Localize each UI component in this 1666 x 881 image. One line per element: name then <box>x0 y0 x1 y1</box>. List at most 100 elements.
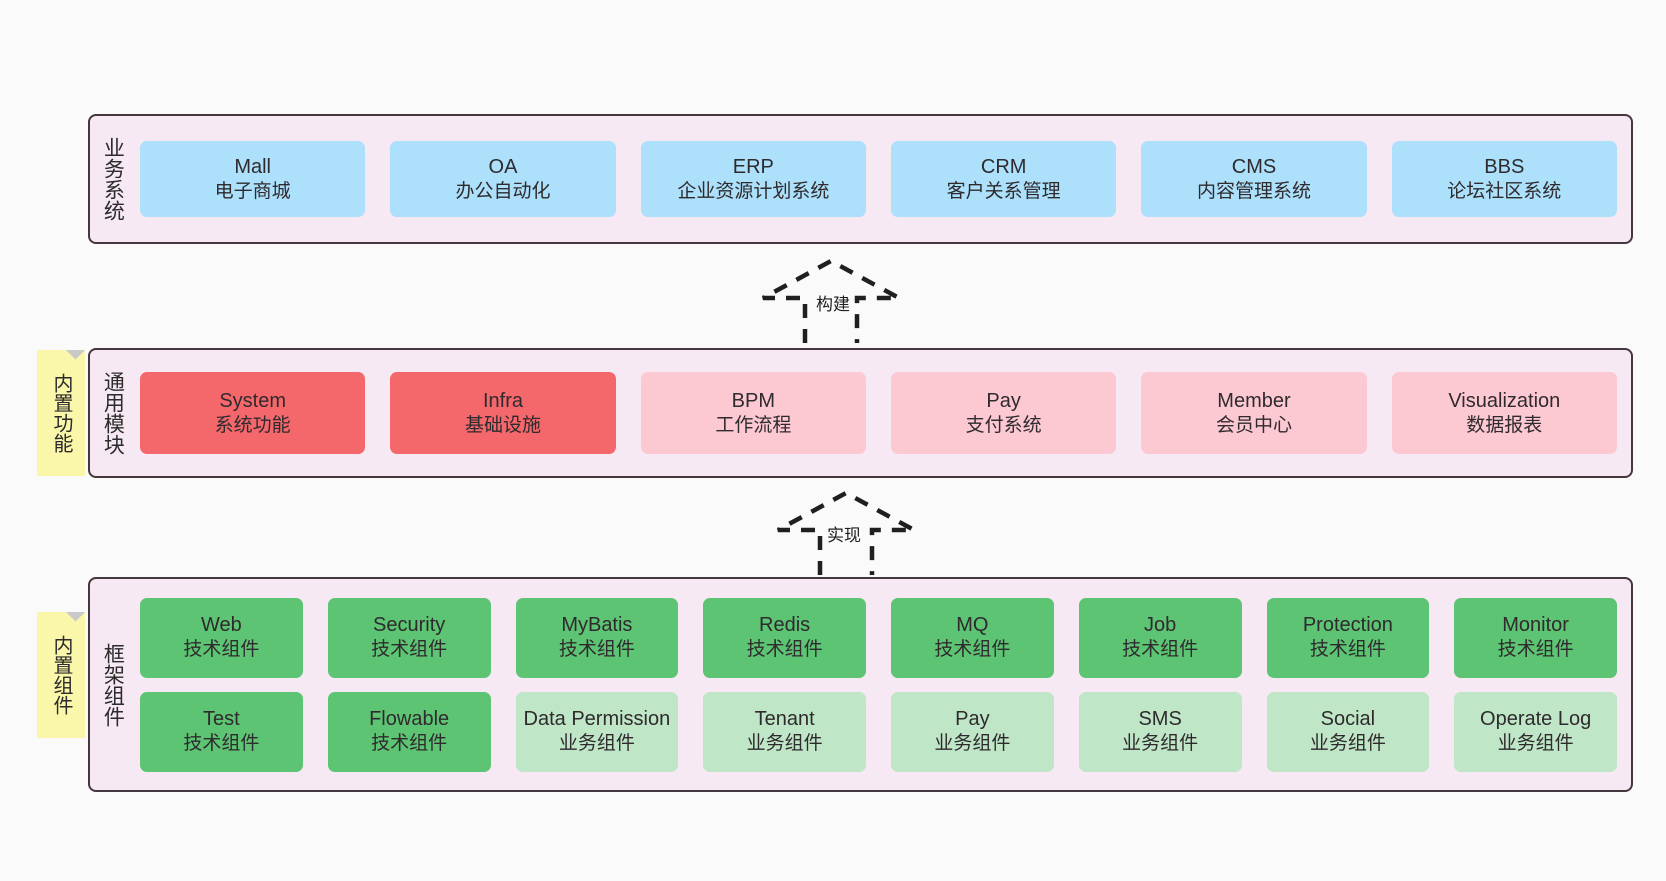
node-visualization[interactable]: Visualization 数据报表 <box>1391 372 1617 454</box>
node-subtitle: 技术组件 <box>746 639 823 661</box>
node-title: CRM <box>980 155 1027 178</box>
node-monitor[interactable]: Monitor 技术组件 <box>1454 597 1617 678</box>
node-title: MyBatis <box>561 614 633 637</box>
node-subtitle: 业务组件 <box>1497 733 1574 755</box>
connector-build-label: 构建 <box>816 295 850 314</box>
node-title: Social <box>1320 708 1376 731</box>
node-test[interactable]: Test 技术组件 <box>140 691 303 772</box>
node-protection[interactable]: Protection 技术组件 <box>1266 597 1430 678</box>
layer-title-framework-component: 框架组件 <box>101 642 125 727</box>
node-subtitle: 业务组件 <box>934 733 1011 755</box>
node-title: Infra <box>482 389 523 412</box>
node-job[interactable]: Job 技术组件 <box>1078 597 1242 678</box>
node-subtitle: 系统功能 <box>214 414 291 436</box>
node-subtitle: 业务组件 <box>1122 733 1199 755</box>
note-builtin-feature: 内置功能 <box>37 350 85 476</box>
node-subtitle: 电子商城 <box>214 180 291 202</box>
node-title: Job <box>1144 614 1177 637</box>
node-title: ERP <box>732 155 774 178</box>
node-subtitle: 技术组件 <box>183 639 260 661</box>
node-title: OA <box>488 155 518 178</box>
node-title: Tenant <box>754 708 815 731</box>
note-builtin-component: 内置组件 <box>37 612 85 738</box>
node-crm[interactable]: CRM 客户关系管理 <box>890 141 1117 217</box>
node-mq[interactable]: MQ 技术组件 <box>891 597 1054 678</box>
node-erp[interactable]: ERP 企业资源计划系统 <box>640 141 866 217</box>
node-title: Pay <box>986 389 1021 412</box>
node-subtitle: 内容管理系统 <box>1196 180 1311 202</box>
node-bbs[interactable]: BBS 论坛社区系统 <box>1391 141 1617 217</box>
node-subtitle: 业务组件 <box>558 733 635 755</box>
node-operate-log[interactable]: Operate Log 业务组件 <box>1454 691 1617 772</box>
node-subtitle: 工作流程 <box>715 414 792 436</box>
node-data-permission[interactable]: Data Permission 业务组件 <box>515 691 679 772</box>
node-title: BPM <box>731 389 775 412</box>
node-subtitle: 基础设施 <box>464 414 541 436</box>
node-title: Monitor <box>1502 614 1569 637</box>
node-subtitle: 技术组件 <box>183 733 260 755</box>
node-title: Redis <box>759 614 811 637</box>
node-tenant[interactable]: Tenant 业务组件 <box>703 691 866 772</box>
node-bpm[interactable]: BPM 工作流程 <box>640 372 866 454</box>
node-cms[interactable]: CMS 内容管理系统 <box>1141 141 1367 217</box>
node-subtitle: 客户关系管理 <box>946 180 1061 202</box>
node-title: Visualization <box>1448 389 1561 412</box>
node-title: Member <box>1217 389 1291 412</box>
node-title: System <box>219 389 286 412</box>
node-sms[interactable]: SMS 业务组件 <box>1078 691 1242 772</box>
node-subtitle: 支付系统 <box>965 414 1042 436</box>
layer-body-common-module: System 系统功能 Infra 基础设施 BPM 工作流程 Pay 支付系统… <box>134 350 1631 476</box>
node-title: Test <box>203 708 240 731</box>
node-title: Web <box>200 614 242 637</box>
node-flowable[interactable]: Flowable 技术组件 <box>327 691 491 772</box>
node-redis[interactable]: Redis 技术组件 <box>703 597 866 678</box>
node-title: Mall <box>234 155 271 178</box>
node-security[interactable]: Security 技术组件 <box>327 597 491 678</box>
node-social[interactable]: Social 业务组件 <box>1266 691 1430 772</box>
node-subtitle: 技术组件 <box>1122 639 1199 661</box>
node-mybatis[interactable]: MyBatis 技术组件 <box>515 597 679 678</box>
node-subtitle: 会员中心 <box>1215 414 1292 436</box>
node-subtitle: 办公自动化 <box>455 180 551 202</box>
node-web[interactable]: Web 技术组件 <box>140 597 303 678</box>
row-technical-components: Web 技术组件 Security 技术组件 MyBatis 技术组件 Redi… <box>140 597 1617 678</box>
note-builtin-feature-label: 内置功能 <box>50 373 72 453</box>
node-subtitle: 论坛社区系统 <box>1447 180 1562 202</box>
node-infra[interactable]: Infra 基础设施 <box>390 372 616 454</box>
node-subtitle: 业务组件 <box>1309 733 1386 755</box>
node-pay[interactable]: Pay 支付系统 <box>890 372 1117 454</box>
note-builtin-component-label: 内置组件 <box>50 635 72 715</box>
node-title: SMS <box>1138 708 1182 731</box>
node-title: Security <box>373 614 446 637</box>
row-business-systems: Mall 电子商城 OA 办公自动化 ERP 企业资源计划系统 CRM 客户关系… <box>140 141 1617 217</box>
connector-build-arrow <box>761 258 901 343</box>
layer-common-module: 通用模块 System 系统功能 Infra 基础设施 BPM 工作流程 Pay… <box>88 348 1633 478</box>
node-mall[interactable]: Mall 电子商城 <box>140 141 366 217</box>
layer-body-business-system: Mall 电子商城 OA 办公自动化 ERP 企业资源计划系统 CRM 客户关系… <box>134 116 1631 242</box>
node-title: Protection <box>1302 614 1393 637</box>
node-subtitle: 业务组件 <box>746 733 823 755</box>
node-title: Data Permission <box>523 708 671 731</box>
layer-framework-component: 框架组件 Web 技术组件 Security 技术组件 MyBatis 技术组件… <box>88 577 1633 792</box>
node-subtitle: 技术组件 <box>371 733 448 755</box>
node-system[interactable]: System 系统功能 <box>140 372 366 454</box>
row-common-modules: System 系统功能 Infra 基础设施 BPM 工作流程 Pay 支付系统… <box>140 372 1617 454</box>
node-subtitle: 技术组件 <box>371 639 448 661</box>
node-title: Pay <box>955 708 990 731</box>
node-oa[interactable]: OA 办公自动化 <box>390 141 616 217</box>
node-subtitle: 数据报表 <box>1466 414 1543 436</box>
layer-business-system: 业务系统 Mall 电子商城 OA 办公自动化 ERP 企业资源计划系统 CRM… <box>88 114 1633 244</box>
row-business-components: Test 技术组件 Flowable 技术组件 Data Permission … <box>140 691 1617 772</box>
node-member[interactable]: Member 会员中心 <box>1141 372 1367 454</box>
connector-implement-arrow <box>776 490 916 575</box>
node-subtitle: 技术组件 <box>1309 639 1386 661</box>
node-title: Operate Log <box>1480 708 1592 731</box>
node-subtitle: 技术组件 <box>1497 639 1574 661</box>
node-subtitle: 技术组件 <box>558 639 635 661</box>
node-subtitle: 企业资源计划系统 <box>677 180 830 202</box>
layer-title-common-module: 通用模块 <box>101 371 125 455</box>
node-subtitle: 技术组件 <box>934 639 1011 661</box>
node-title: Flowable <box>369 708 450 731</box>
node-pay-business[interactable]: Pay 业务组件 <box>891 691 1054 772</box>
